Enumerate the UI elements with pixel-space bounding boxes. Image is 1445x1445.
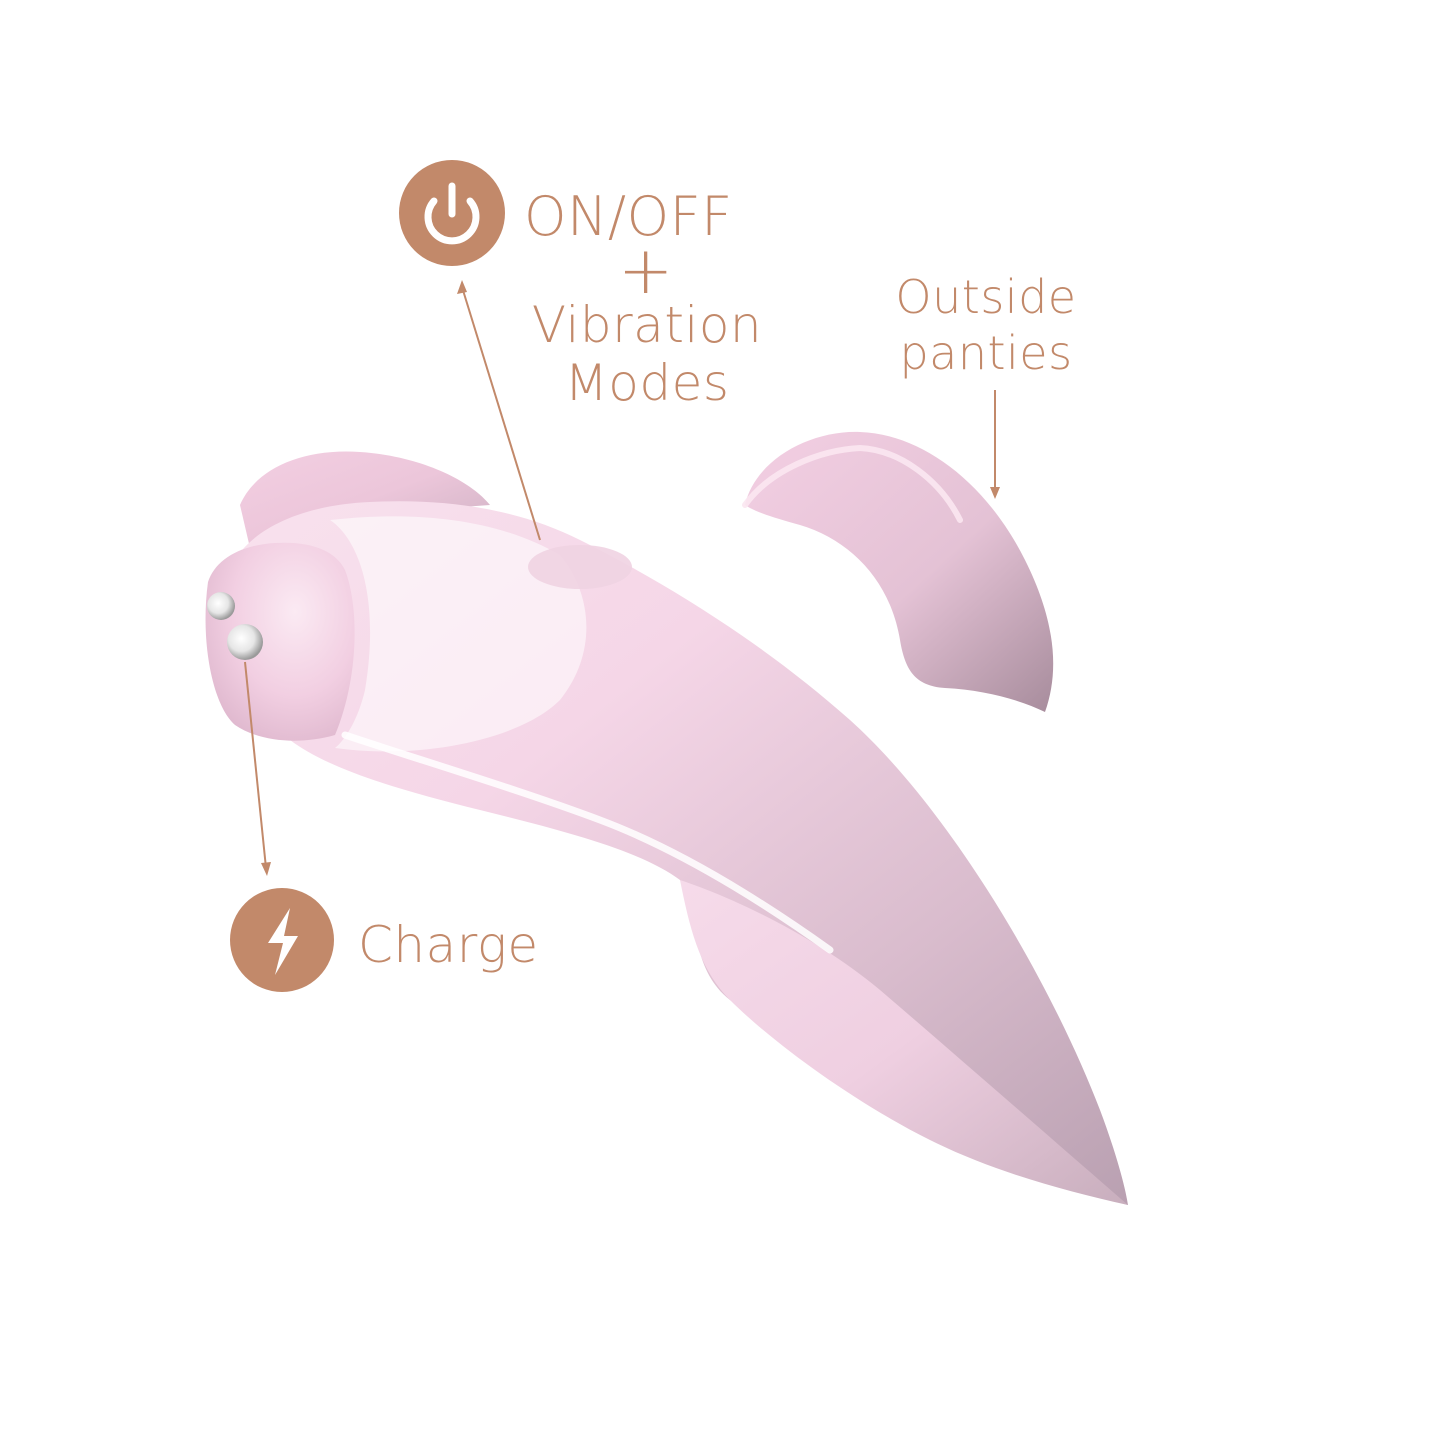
power-button-dimple: [528, 545, 632, 589]
onoff-label: ON/OFF: [524, 185, 733, 248]
charging-contact-upper: [207, 592, 235, 620]
modes-label: Modes: [564, 354, 730, 412]
plus-sign: +: [618, 232, 674, 309]
charge-icon-badge: [230, 888, 334, 992]
device-head: [205, 542, 355, 741]
charge-label: Charge: [358, 916, 539, 974]
vibration-label: Vibration: [531, 296, 763, 354]
outside-leader-line: [990, 390, 1000, 499]
power-leader-line: [457, 280, 541, 541]
lightning-bolt-icon: [268, 908, 298, 975]
outside-label: Outside: [895, 270, 1077, 324]
panties-label: panties: [899, 326, 1073, 380]
device-tail: [680, 880, 1128, 1205]
device-ridge-highlight: [341, 731, 834, 954]
power-icon: [424, 197, 480, 245]
outside-panties-clip-edge: [742, 444, 963, 523]
charge-leader-line: [244, 661, 271, 876]
outside-panties-clip: [745, 431, 1054, 712]
power-icon-badge: [399, 160, 505, 266]
charging-contact-lower: [227, 624, 263, 660]
device-sheen: [330, 516, 587, 752]
